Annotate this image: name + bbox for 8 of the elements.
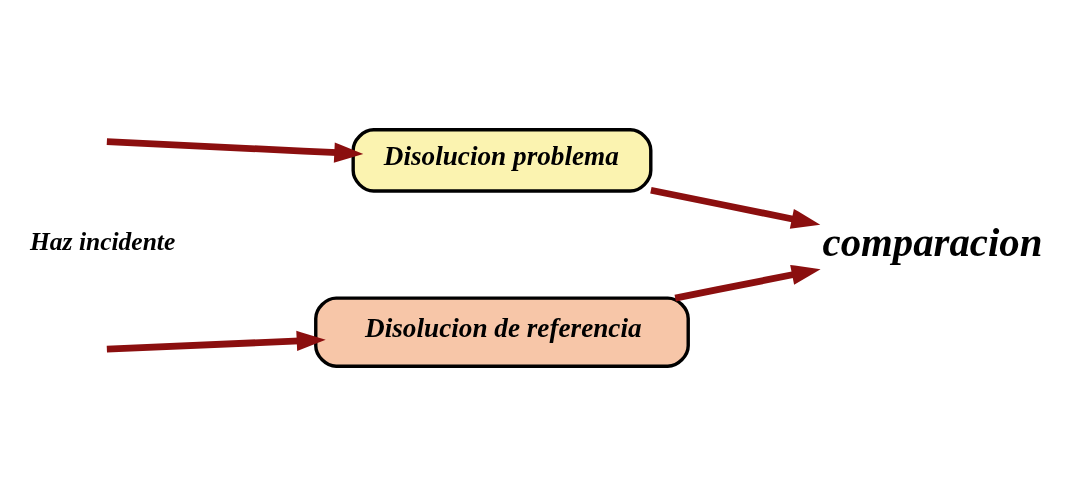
node-text: comparacion [822,219,1043,265]
node-box: Disolucion de referencia [314,295,690,368]
node-box: Disolucion problema [351,127,653,193]
label: Haz incidente [30,226,176,256]
arrow [674,264,821,301]
arrow [650,186,821,229]
arrow [106,137,364,163]
arrow [106,330,326,353]
